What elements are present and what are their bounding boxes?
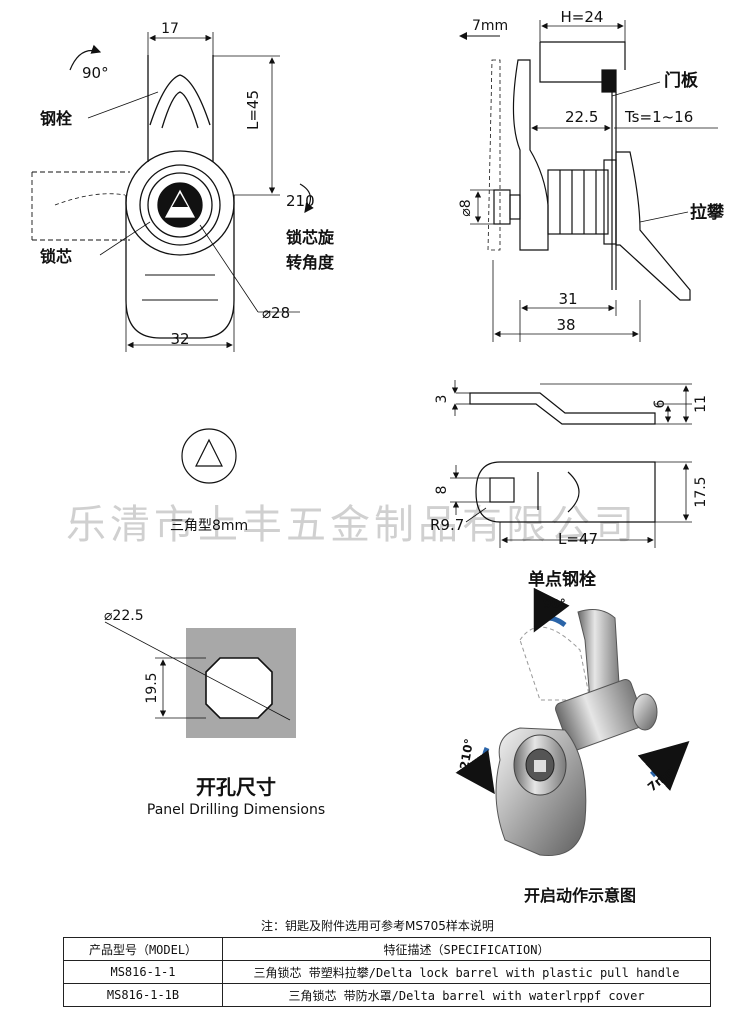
watermark: 乐清市上丰五金制品有限公司 (66, 502, 638, 548)
dim-l: L=47 (558, 530, 598, 548)
drill-dim-d: ⌀22.5 (104, 608, 144, 624)
key-label: 三角型8mm (170, 518, 248, 534)
drilling-view (104, 621, 296, 738)
cell-spec: 三角锁芯 带防水罩/Delta barrel with waterlrppf c… (222, 983, 711, 1007)
product-illustration (455, 587, 690, 857)
header-model: 产品型号（MODEL） (63, 937, 223, 961)
cam-view (450, 380, 692, 548)
dim-travel: 7mm (472, 18, 508, 34)
cell-spec: 三角锁芯 带塑料拉攀/Delta lock barrel with plasti… (222, 960, 711, 984)
dim-h: H=24 (561, 8, 604, 26)
label-core-angle-1: 锁芯旋 (286, 228, 335, 247)
header-spec: 特征描述（SPECIFICATION） (222, 937, 711, 961)
drill-title-en: Panel Drilling Dimensions (147, 802, 325, 818)
spec-table: 产品型号（MODEL） 特征描述（SPECIFICATION） MS816-1-… (63, 937, 711, 1007)
note: 注：钥匙及附件选用可参考MS705样本说明 (261, 919, 494, 933)
photo-rot-210: 210° (457, 737, 476, 770)
table-header-row: 产品型号（MODEL） 特征描述（SPECIFICATION） (63, 937, 711, 961)
dim-11: 11 (693, 395, 709, 413)
dim-3: 3 (434, 395, 450, 404)
photo-caption: 开启动作示意图 (524, 886, 636, 905)
key-view (181, 428, 237, 484)
side-view (459, 20, 718, 342)
label-door: 门板 (664, 70, 699, 91)
dim-38: 38 (556, 316, 575, 334)
cell-model: MS816-1-1B (63, 983, 223, 1007)
technical-drawing: 17 90° 钢栓 L=45 锁芯 210 锁芯旋 转角度 ⌀28 32 (31, 8, 725, 905)
label-core-angle-2: 转角度 (286, 253, 335, 272)
table-row: MS816-1-1 三角锁芯 带塑料拉攀/Delta lock barrel w… (63, 960, 711, 984)
dim-ts: Ts=1~16 (624, 108, 693, 126)
dim-22-5: 22.5 (565, 108, 598, 126)
label-bolt: 钢栓 (40, 109, 73, 128)
rotate-core-label: 210 (286, 192, 315, 210)
dim-top: 17 (161, 21, 179, 37)
dim-17-5: 17.5 (693, 476, 709, 507)
drill-dim-h: 19.5 (144, 672, 160, 703)
dim-length: L=45 (244, 90, 262, 130)
front-view (31, 32, 314, 352)
dim-width: 32 (170, 330, 189, 348)
dim-r: R9.7 (430, 516, 464, 534)
label-core: 锁芯 (40, 247, 72, 266)
cell-model: MS816-1-1 (63, 960, 223, 984)
drill-title-cn: 开孔尺寸 (196, 775, 276, 799)
label-pull: 拉攀 (690, 202, 725, 223)
dim-d8: ⌀8 (458, 199, 474, 216)
cam-title: 单点钢栓 (528, 569, 596, 590)
dim-diameter: ⌀28 (262, 304, 290, 322)
dim-6: 6 (652, 399, 668, 408)
photo-rot-90: 90° (543, 597, 566, 611)
rotate-handle-label: 90° (82, 64, 109, 82)
dim-8: 8 (434, 486, 450, 495)
table-row: MS816-1-1B 三角锁芯 带防水罩/Delta barrel with w… (63, 983, 711, 1007)
dim-31: 31 (558, 290, 577, 308)
